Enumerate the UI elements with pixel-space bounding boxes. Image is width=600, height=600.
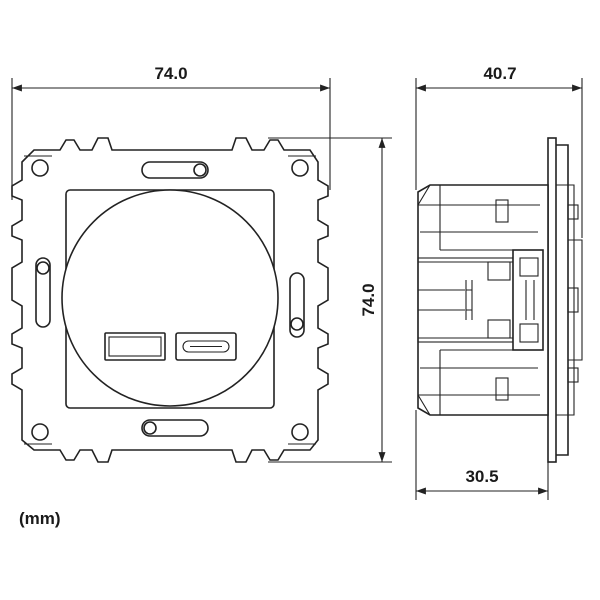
side-total-depth-dimension: 40.7 xyxy=(415,64,583,238)
top-mounting-slot xyxy=(141,161,209,179)
usb-c-port xyxy=(175,332,237,361)
unit-label: (mm) xyxy=(19,509,61,528)
right-mounting-slot xyxy=(289,272,305,338)
front-width-label: 74.0 xyxy=(154,64,187,83)
front-view xyxy=(11,137,329,463)
usb-a-port xyxy=(104,332,166,361)
side-body-depth-label: 30.5 xyxy=(465,467,498,486)
side-frame-plate xyxy=(547,137,557,463)
round-cover-plate xyxy=(61,189,279,407)
front-height-label: 74.0 xyxy=(359,283,378,316)
corner-hole xyxy=(31,423,49,441)
side-body-depth-dimension: 30.5 xyxy=(415,410,549,500)
corner-hole xyxy=(291,159,309,177)
side-view xyxy=(417,137,583,463)
bottom-mounting-slot xyxy=(141,419,209,437)
left-mounting-slot xyxy=(35,257,51,328)
front-height-dimension: 74.0 xyxy=(268,137,392,463)
side-total-depth-label: 40.7 xyxy=(483,64,516,83)
corner-hole xyxy=(291,423,309,441)
corner-hole xyxy=(31,159,49,177)
front-width-dimension: 74.0 xyxy=(11,64,331,200)
